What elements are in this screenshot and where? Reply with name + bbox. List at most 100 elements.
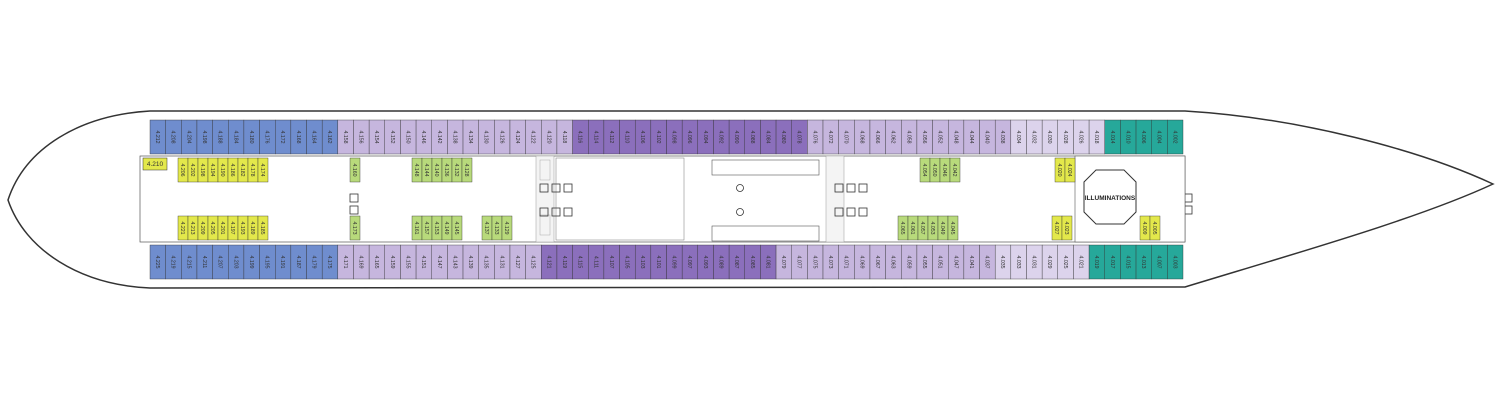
cabin[interactable]: 4.048 (948, 119, 965, 155)
cabin[interactable]: 4.004 (1151, 119, 1168, 155)
cabin[interactable]: 4.019 (1088, 244, 1105, 280)
cabin[interactable]: 4.081 (760, 244, 777, 280)
cabin[interactable]: 4.169 (353, 244, 370, 280)
cabin[interactable]: 4.038 (994, 119, 1012, 155)
cabin[interactable]: 4.158 (337, 119, 354, 155)
cabin[interactable]: 4.178 (247, 157, 259, 183)
cabin[interactable]: 4.155 (400, 244, 417, 280)
cabin[interactable]: 4.212 (149, 119, 166, 155)
cabin[interactable]: 4.034 (1010, 119, 1027, 155)
cabin[interactable]: 4.053 (927, 215, 939, 241)
cabin[interactable]: 4.128 (461, 157, 473, 183)
cabin[interactable]: 4.152 (384, 119, 401, 155)
cabin[interactable]: 4.137 (481, 215, 493, 241)
cabin[interactable]: 4.075 (807, 244, 824, 280)
cabin[interactable]: 4.032 (1026, 119, 1043, 155)
cabin[interactable]: 4.112 (603, 119, 620, 155)
cabin[interactable]: 4.090 (728, 119, 745, 155)
cabin[interactable]: 4.120 (541, 119, 558, 155)
cabin[interactable]: 4.213 (187, 215, 199, 241)
cabin[interactable]: 4.021 (1073, 244, 1090, 280)
cabin[interactable]: 4.006 (1135, 119, 1152, 155)
cabin[interactable]: 4.176 (259, 119, 276, 155)
cabin[interactable]: 4.002 (1167, 119, 1184, 155)
cabin[interactable]: 4.156 (353, 119, 370, 155)
cabin[interactable]: 4.157 (421, 215, 433, 241)
cabin[interactable]: 4.151 (415, 244, 432, 280)
cabin[interactable]: 4.071 (838, 244, 855, 280)
cabin[interactable]: 4.179 (306, 244, 323, 280)
cabin[interactable]: 4.068 (854, 119, 871, 155)
cabin[interactable]: 4.198 (197, 157, 209, 183)
cabin[interactable]: 4.122 (525, 119, 542, 155)
cabin[interactable]: 4.025 (1057, 244, 1074, 280)
cabin[interactable]: 4.165 (368, 244, 385, 280)
cabin[interactable]: 4.160 (349, 157, 361, 183)
cabin[interactable]: 4.111 (588, 244, 605, 280)
cabin[interactable]: 4.140 (431, 157, 443, 183)
cabin[interactable]: 4.119 (556, 244, 573, 280)
cabin[interactable]: 4.009 (1139, 215, 1151, 241)
cabin[interactable]: 4.144 (421, 157, 433, 183)
cabin[interactable]: 4.080 (775, 119, 792, 155)
cabin[interactable]: 4.092 (713, 119, 730, 155)
cabin[interactable]: 4.096 (681, 119, 699, 155)
cabin[interactable]: 4.138 (447, 119, 464, 155)
cabin[interactable]: 4.132 (451, 157, 463, 183)
cabin[interactable]: 4.017 (1104, 244, 1121, 280)
cabin[interactable]: 4.182 (237, 157, 249, 183)
cabin[interactable]: 4.154 (368, 119, 385, 155)
cabin[interactable]: 4.098 (666, 119, 683, 155)
cabin[interactable]: 4.050 (929, 157, 941, 183)
cabin[interactable]: 4.187 (290, 244, 307, 280)
cabin[interactable]: 4.184 (228, 119, 245, 155)
cabin[interactable]: 4.052 (932, 119, 949, 155)
cabin[interactable]: 4.211 (196, 244, 213, 280)
cabin[interactable]: 4.180 (243, 119, 260, 155)
cabin[interactable]: 4.051 (932, 244, 949, 280)
cabin[interactable]: 4.207 (212, 244, 229, 280)
cabin[interactable]: 4.046 (939, 157, 951, 183)
cabin[interactable]: 4.056 (916, 119, 933, 155)
cabin[interactable]: 4.099 (666, 244, 683, 280)
cabin[interactable]: 4.198 (196, 119, 213, 155)
cabin[interactable]: 4.143 (447, 244, 464, 280)
cabin[interactable]: 4.093 (697, 244, 714, 280)
cabin[interactable]: 4.195 (259, 244, 276, 280)
cabin[interactable]: 4.146 (415, 119, 432, 155)
cabin[interactable]: 4.072 (822, 119, 839, 155)
cabin[interactable]: 4.047 (948, 244, 965, 280)
cabin[interactable]: 4.040 (979, 119, 996, 155)
cabin[interactable]: 4.114 (588, 119, 605, 155)
cabin[interactable]: 4.018 (1088, 119, 1105, 155)
cabin[interactable]: 4.118 (556, 119, 573, 155)
cabin[interactable]: 4.135 (478, 244, 495, 280)
cabin[interactable]: 4.103 (634, 244, 652, 280)
cabin[interactable]: 4.031 (1026, 244, 1043, 280)
cabin[interactable]: 4.027 (1051, 215, 1063, 241)
cabin[interactable]: 4.189 (247, 215, 259, 241)
cabin[interactable]: 4.087 (728, 244, 745, 280)
cabin[interactable]: 4.168 (290, 119, 307, 155)
cabin[interactable]: 4.203 (228, 244, 245, 280)
cabin[interactable]: 4.005 (1149, 215, 1161, 241)
cabin[interactable]: 4.148 (411, 157, 423, 183)
cabin[interactable]: 4.102 (650, 119, 667, 155)
cabin[interactable]: 4.054 (919, 157, 931, 183)
cabin[interactable]: 4.057 (917, 215, 929, 241)
cabin[interactable]: 4.042 (949, 157, 961, 183)
cabin[interactable]: 4.127 (509, 244, 526, 280)
cabin[interactable]: 4.105 (619, 244, 636, 280)
cabin[interactable]: 4.204 (181, 119, 198, 155)
cabin[interactable]: 4.205 (207, 215, 219, 241)
cabin[interactable]: 4.107 (603, 244, 620, 280)
cabin[interactable]: 4.188 (212, 119, 229, 155)
cabin[interactable]: 4.175 (321, 244, 339, 280)
cabin[interactable]: 4.159 (384, 244, 401, 280)
cabin[interactable]: 4.164 (306, 119, 323, 155)
cabin[interactable]: 4.116 (572, 119, 589, 155)
cabin[interactable]: 4.191 (275, 244, 292, 280)
cabin[interactable]: 4.055 (916, 244, 933, 280)
cabin[interactable]: 4.173 (349, 215, 361, 241)
cabin[interactable]: 4.126 (494, 119, 511, 155)
